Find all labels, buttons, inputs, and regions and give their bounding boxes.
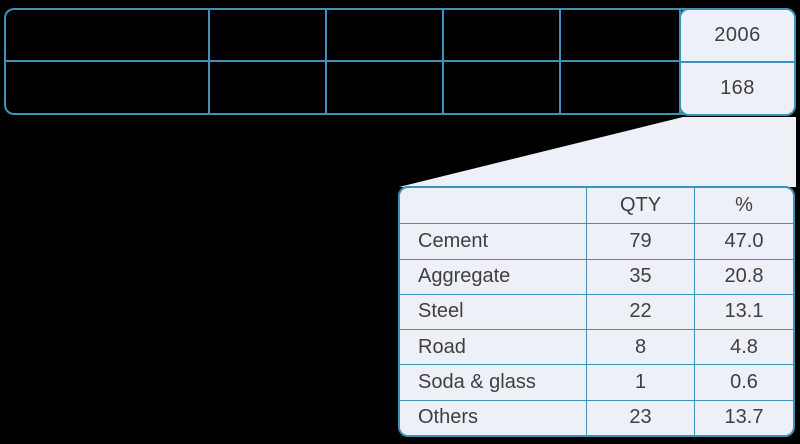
breakdown-row-qty: 35 — [587, 258, 695, 294]
total-value: 168 — [681, 61, 794, 114]
summary-cell — [327, 62, 442, 113]
summary-cell — [6, 10, 208, 60]
summary-cell — [210, 62, 325, 113]
breakdown-row-qty: 22 — [587, 293, 695, 330]
breakdown-row-pct: 20.8 — [695, 258, 793, 294]
breakdown-row-qty: 1 — [587, 364, 695, 400]
breakdown-header-qty: QTY — [587, 188, 695, 224]
breakdown-header-blank — [400, 188, 587, 224]
breakdown-row-name: Soda & glass — [400, 364, 587, 400]
summary-table — [4, 8, 795, 115]
summary-cell — [327, 10, 442, 60]
breakdown-row-pct: 47.0 — [695, 223, 793, 258]
breakdown-row-name: Steel — [400, 293, 587, 330]
breakdown-row-qty: 23 — [587, 399, 695, 435]
breakdown-table: QTY % Cement 79 47.0 Aggregate 35 20.8 S… — [398, 186, 795, 437]
breakdown-row-qty: 79 — [587, 223, 695, 259]
breakdown-row-pct: 13.7 — [695, 399, 793, 435]
summary-cell — [6, 62, 208, 113]
breakdown-row-pct: 0.6 — [695, 364, 793, 399]
callout-wedge-shape — [399, 117, 796, 187]
breakdown-row-pct: 13.1 — [695, 293, 793, 329]
breakdown-row-name: Cement — [400, 223, 587, 259]
summary-cell — [210, 10, 325, 60]
summary-cell — [444, 62, 559, 113]
breakdown-header-pct: % — [735, 194, 753, 217]
summary-cell — [444, 10, 559, 60]
breakdown-row-name: Road — [400, 329, 587, 365]
highlighted-year-column: 2006 168 — [679, 8, 796, 116]
summary-cell — [561, 10, 679, 60]
year-value: 2006 — [714, 24, 761, 46]
breakdown-row-name: Others — [400, 399, 587, 435]
breakdown-row-pct: 4.8 — [695, 329, 793, 364]
breakdown-row-name: Aggregate — [400, 258, 587, 294]
breakdown-row-qty: 8 — [587, 329, 695, 365]
summary-cell — [561, 62, 679, 113]
